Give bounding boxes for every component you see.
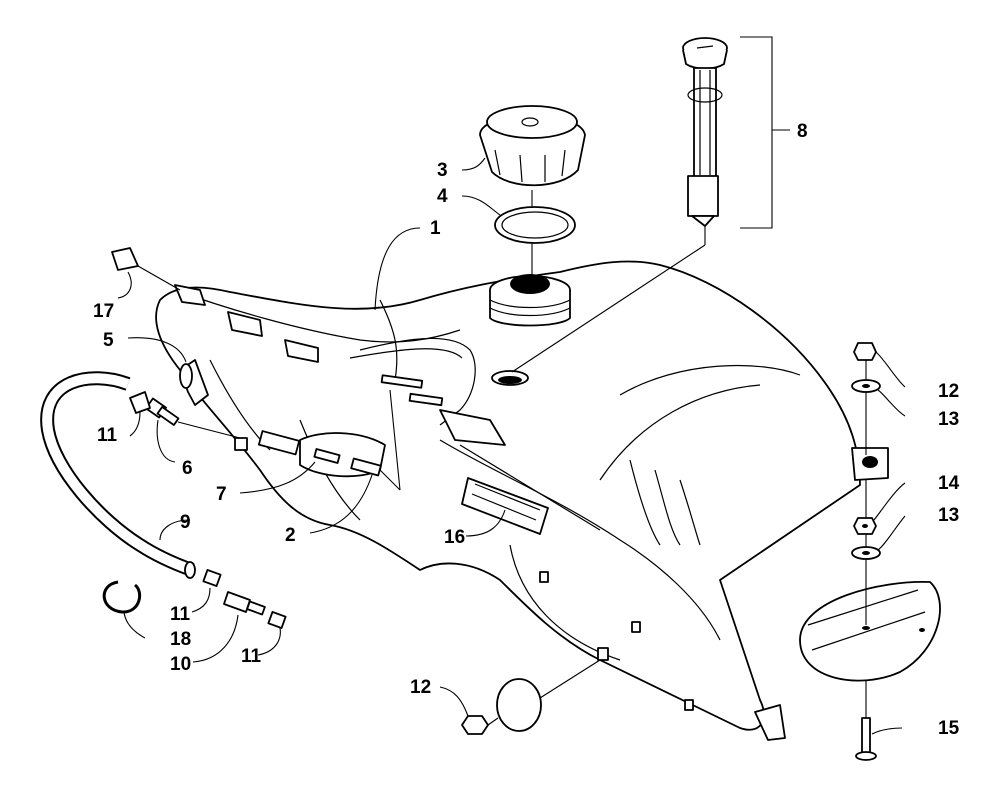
leader-lines (117, 157, 906, 735)
fuel-cap (479, 105, 586, 187)
label-12b: 12 (410, 677, 431, 698)
label-9: 9 (180, 512, 191, 533)
label-2: 2 (285, 525, 296, 546)
label-11c: 11 (241, 646, 262, 667)
label-18: 18 (170, 629, 191, 650)
mounting-hardware (461, 342, 941, 761)
label-7: 7 (216, 484, 227, 505)
petcock (234, 430, 401, 491)
fuel-filter (202, 569, 287, 629)
label-11a: 11 (97, 425, 118, 446)
label-1: 1 (430, 218, 441, 239)
label-5: 5 (103, 330, 114, 351)
label-15: 15 (938, 718, 960, 739)
mounting-clip (111, 247, 181, 291)
hose-clamp (129, 391, 151, 414)
label-10: 10 (170, 654, 191, 675)
label-14: 14 (938, 473, 960, 494)
label-16: 16 (444, 527, 465, 548)
label-17: 17 (93, 301, 114, 322)
fuel-hose (40, 371, 196, 579)
fuel-tank (155, 260, 889, 741)
tank-studs (380, 374, 444, 491)
label-12a: 12 (938, 381, 959, 402)
label-8: 8 (797, 121, 808, 142)
label-11b: 11 (170, 604, 191, 625)
cap-gasket (494, 206, 576, 244)
fuel-level-sender (682, 37, 728, 227)
fuel-fitting (145, 397, 241, 439)
hose-clamp-ring (102, 580, 142, 614)
label-4: 4 (437, 186, 448, 207)
label-6: 6 (182, 458, 193, 479)
label-13b: 13 (938, 505, 959, 526)
hose-clip (179, 359, 209, 406)
callout-labels: 1 3 4 8 17 5 11 6 7 9 2 16 11 18 10 11 1… (93, 121, 960, 739)
label-3: 3 (437, 160, 448, 181)
label-13a: 13 (938, 409, 959, 430)
